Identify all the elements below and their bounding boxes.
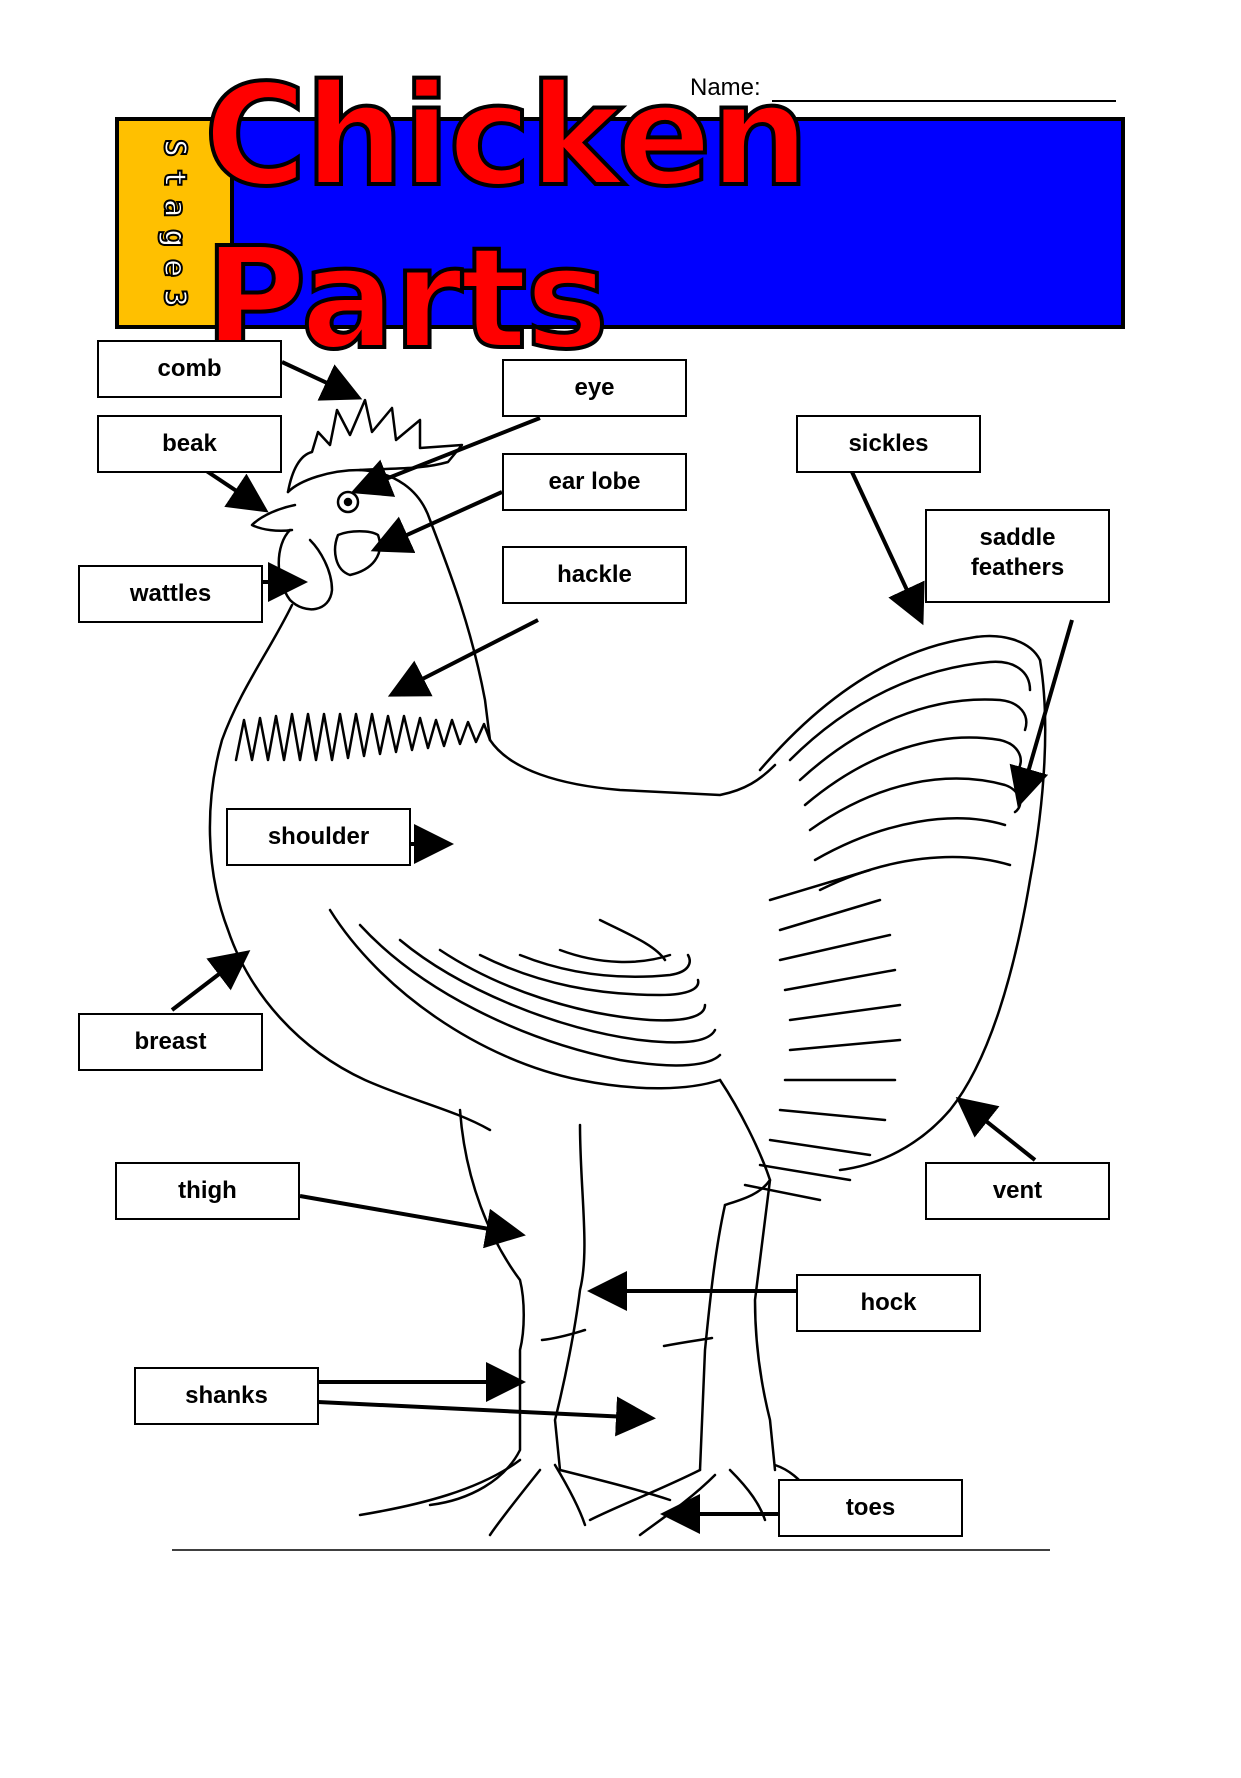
wing-feather — [478, 953, 700, 997]
ear-lobe-label: ear lobe — [502, 453, 687, 511]
breast-arrow — [170, 950, 251, 1012]
saddle-feathers-arrow — [1009, 619, 1074, 808]
wing-feather — [518, 953, 691, 979]
tail-feather — [788, 660, 1032, 762]
stage-badge: S t a g e 3 — [119, 121, 234, 325]
sickles-label: sickles — [796, 415, 981, 473]
head-outline — [286, 468, 492, 742]
front-toes — [358, 1458, 672, 1537]
underside-outline — [718, 1078, 772, 1207]
front-leg — [553, 1123, 586, 1472]
back-leg — [698, 1203, 727, 1472]
tail-feather — [758, 634, 1042, 772]
saddle-feather — [758, 1163, 852, 1182]
shanks-arrow — [317, 1396, 656, 1437]
wing-feather — [358, 923, 722, 1067]
wattles-label: wattles — [78, 565, 263, 623]
comb-label: comb — [97, 340, 282, 398]
hackle-label: hackle — [502, 546, 687, 604]
toes-label: toes — [778, 1479, 963, 1537]
ear-lobe-arrow — [370, 490, 503, 554]
back-outline — [488, 738, 777, 797]
wing-feather — [328, 908, 722, 1090]
saddle-feather — [778, 898, 882, 932]
saddle-feather — [788, 1003, 902, 1022]
front-leg — [428, 1108, 525, 1507]
saddle-feather — [743, 1183, 822, 1202]
body-front-outline — [208, 603, 492, 1132]
eye-arrow — [350, 416, 541, 497]
vent-label: vent — [925, 1162, 1110, 1220]
hackle-fringe — [234, 712, 492, 762]
tail-feather — [813, 817, 1007, 862]
comb-arrow — [281, 360, 363, 401]
hock-label: hock — [796, 1274, 981, 1332]
shoulder-label: shoulder — [226, 808, 411, 866]
tail-feather — [798, 698, 1028, 782]
eye-label: eye — [502, 359, 687, 417]
beak-outline — [250, 503, 297, 533]
title-banner: S t a g e 3 Chicken Parts — [115, 53, 1125, 383]
name-blank-line — [772, 100, 1116, 102]
saddle-feather — [768, 1138, 872, 1157]
tail-feather — [818, 855, 1012, 892]
front-leg-band — [540, 1328, 587, 1342]
back-toes — [588, 1463, 810, 1537]
back-leg-band — [662, 1336, 714, 1348]
saddle-feather — [778, 933, 892, 962]
name-label: Name: — [690, 74, 761, 101]
wattles-outline — [277, 528, 334, 611]
sickles-arrow — [850, 471, 925, 626]
vent-arrow — [955, 1097, 1037, 1162]
shanks-label: shanks — [134, 1367, 319, 1425]
thigh-label: thigh — [115, 1162, 300, 1220]
beak-arrow — [203, 468, 269, 513]
title-area: Chicken Parts — [202, 53, 1121, 383]
thigh-arrow — [299, 1194, 526, 1249]
saddle-feather — [768, 868, 872, 902]
tail-feather — [803, 736, 1022, 807]
hackle-arrow — [387, 618, 539, 697]
saddle-feather — [788, 1038, 902, 1052]
back-leg — [753, 1178, 777, 1472]
ear-lobe-outline — [333, 530, 381, 577]
wing-feather — [558, 948, 672, 964]
saddle-feather — [783, 968, 897, 992]
tail-outline — [838, 658, 1047, 1172]
breast-label: breast — [78, 1013, 263, 1071]
wing-feather — [438, 948, 707, 1022]
comb-outline — [286, 398, 464, 494]
beak-label: beak — [97, 415, 282, 473]
wing-feather — [398, 938, 717, 1044]
saddle-feather — [778, 1108, 887, 1122]
eye-pupil — [343, 497, 353, 507]
wing-feather — [598, 918, 667, 962]
saddle-feathers-label: saddle feathers — [925, 509, 1110, 603]
eye-outline — [336, 490, 360, 514]
